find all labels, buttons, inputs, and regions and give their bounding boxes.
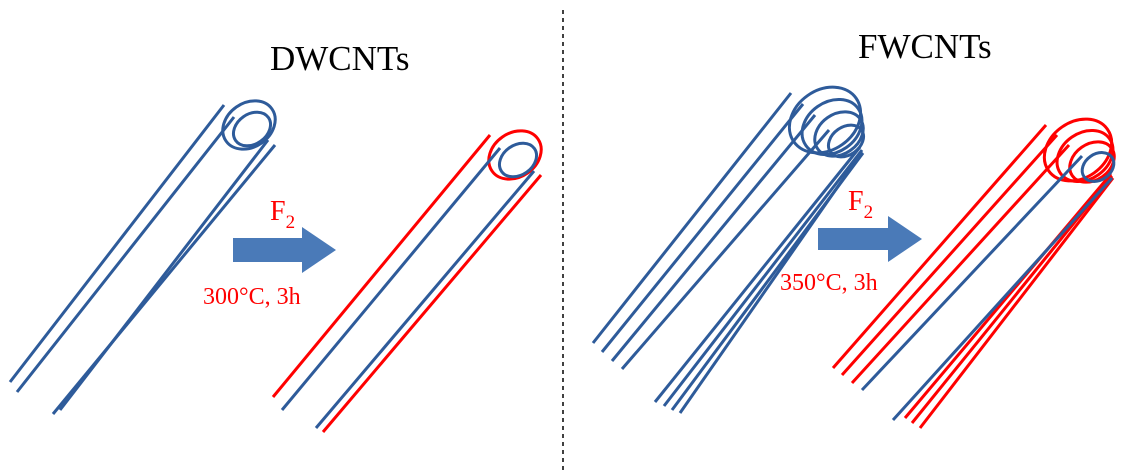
fwcnt-reagent-subscript: 2: [864, 202, 874, 223]
dwcnt-conditions: 300°C, 3h: [203, 284, 301, 310]
fwcnt-reagent-label: F2: [848, 186, 873, 223]
dwcnt-reaction-arrow: [233, 227, 336, 273]
fwcnt-pristine-tube: [591, 85, 866, 414]
fwcnt-title: FWCNTs: [858, 27, 992, 66]
fwcnt-pristine-wall-2: [600, 97, 864, 407]
dwcnt-reagent-subscript: 2: [286, 212, 296, 233]
fwcnt-pristine-wall-4: [620, 123, 866, 414]
dwcnt-pristine-tube: [8, 99, 277, 415]
dwcnt-fluorinated-inner-wall: [280, 141, 539, 429]
fwcnt-fluorinated-wall-1: [831, 117, 1114, 419]
dwcnt-fluorinated-tube: [271, 129, 543, 433]
fwcnt-fluorinated-wall-3: [850, 140, 1116, 429]
fwcnt-fluorinated-wall-2: [840, 128, 1115, 424]
fwcnt-fluorinated-tube: [831, 117, 1116, 429]
dwcnt-fluorinated-outer-wall: [271, 129, 543, 433]
dwcnt-pristine-inner-wall: [15, 110, 273, 411]
fwcnt-reagent-symbol: F: [848, 186, 864, 217]
fwcnt-fluorinated-core-wall: [860, 151, 1116, 422]
dwcnt-reagent-symbol: F: [270, 196, 286, 227]
fwcnt-reaction-arrow: [818, 216, 922, 262]
fwcnt-conditions: 350°C, 3h: [780, 270, 878, 296]
dwcnt-reagent-label: F2: [270, 196, 295, 233]
dwcnt-title: DWCNTs: [270, 39, 410, 78]
